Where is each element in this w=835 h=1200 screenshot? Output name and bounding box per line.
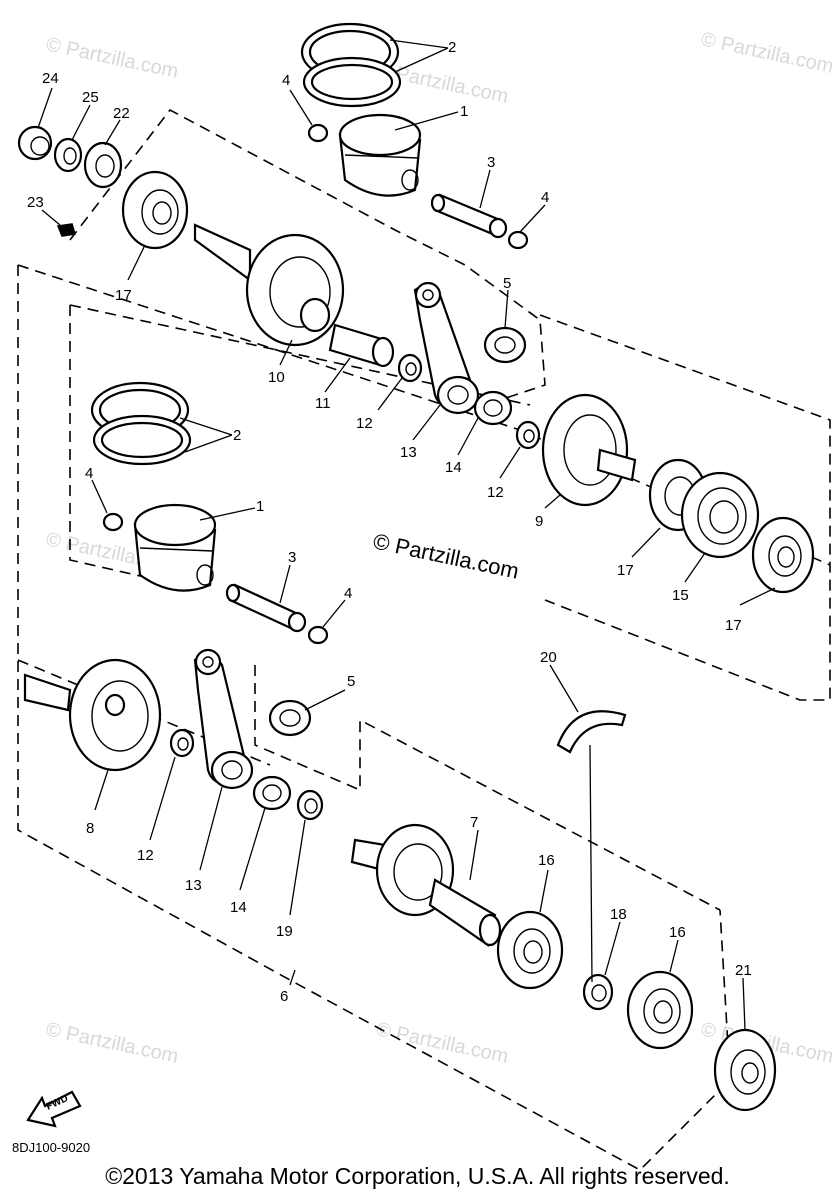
assembly-boundaries [17, 108, 831, 1171]
callout-label: 5 [347, 673, 355, 690]
washer-12-lower [169, 728, 195, 758]
callout-label: 12 [487, 484, 504, 501]
labyrinth-seal-15 [680, 471, 760, 559]
callout-label: 4 [541, 189, 549, 206]
bearing-16-left [496, 910, 564, 990]
callout-label: 19 [276, 923, 293, 940]
piston-middle [133, 503, 217, 592]
copyright-notice: ©2013 Yamaha Motor Corporation, U.S.A. A… [105, 1163, 730, 1189]
callout-label: 18 [610, 906, 627, 923]
callout-label: 23 [27, 194, 44, 211]
upper-crank-group-outline [69, 108, 546, 401]
callout-label: 24 [42, 70, 59, 87]
piston-pin-middle [225, 583, 307, 633]
watermark: © Partzilla.com [44, 1018, 180, 1068]
washer-12-mid [515, 420, 541, 450]
watermark: © Partzilla.com [44, 33, 180, 83]
circlip-4-middle-right [307, 625, 329, 645]
washer-12-top [397, 353, 423, 383]
callout-label: 4 [344, 585, 352, 602]
callout-label: 25 [82, 89, 99, 106]
callout-label: 12 [356, 415, 373, 432]
needle-bearing-14-lower [252, 775, 292, 811]
callout-label: 20 [540, 649, 557, 666]
callout-label: 16 [538, 852, 555, 869]
washer-18 [582, 973, 614, 1011]
washer-19 [296, 789, 324, 821]
nut-24 [17, 125, 53, 161]
callout-label: 1 [460, 103, 468, 120]
callout-label: 11 [315, 395, 331, 412]
crank-web-9 [541, 393, 637, 507]
circlip-4-top-right [507, 230, 529, 250]
callout-label: 9 [535, 513, 543, 530]
bearing-17-right [751, 516, 815, 594]
needle-bearing-5-lower [268, 699, 312, 737]
circlip-4-top-left [307, 123, 329, 143]
watermark: © Partzilla.com [699, 28, 835, 78]
callout-label: 17 [617, 562, 634, 579]
lower-right-outline [254, 665, 721, 911]
crank-pin-11 [328, 323, 395, 368]
oil-seal-22 [83, 141, 123, 189]
diagram-code: 8DJ100-9020 [12, 1140, 90, 1155]
fwd-arrow-icon: FWD [26, 1090, 82, 1128]
half-ring-20 [556, 710, 627, 754]
washer-25 [53, 137, 83, 173]
callout-label: 8 [86, 820, 94, 837]
center-watermark: © Partzilla.com [371, 528, 521, 583]
callout-label: 10 [268, 369, 285, 386]
connecting-rod-top [413, 281, 480, 415]
callout-label: 3 [288, 549, 296, 566]
callout-label: 13 [400, 444, 417, 461]
connecting-rod-lower [193, 648, 254, 790]
needle-bearing-14-top [473, 390, 513, 426]
callout-label: 12 [137, 847, 154, 864]
callout-label: 17 [115, 287, 132, 304]
callout-label: 7 [470, 814, 478, 831]
callout-labels: 2 4 1 3 4 5 24 25 22 23 17 10 11 12 13 1… [27, 39, 752, 1005]
callout-label: 14 [230, 899, 247, 916]
leader-lines [37, 39, 776, 1031]
callout-label: 3 [487, 154, 495, 171]
callout-label: 22 [113, 105, 130, 122]
callout-label: 6 [280, 988, 288, 1005]
oil-seal-21 [713, 1028, 777, 1112]
bearing-17-left [121, 170, 189, 250]
callout-label: 2 [448, 39, 456, 56]
callout-label: 4 [282, 72, 290, 89]
middle-group-top [69, 304, 531, 406]
piston-top [338, 113, 422, 197]
callout-label: 16 [669, 924, 686, 941]
key-23 [56, 223, 76, 237]
bearing-16-right [626, 970, 694, 1050]
crankshaft-7 [350, 823, 502, 947]
callout-label: 21 [735, 962, 752, 979]
piston-pin-top [430, 193, 508, 239]
piston-ring-middle [90, 381, 192, 466]
callout-label: 5 [503, 275, 511, 292]
callout-label: 4 [85, 465, 93, 482]
callout-label: 1 [256, 498, 264, 515]
callout-label: 13 [185, 877, 202, 894]
callout-label: 14 [445, 459, 462, 476]
watermark: © Partzilla.com [374, 1018, 510, 1068]
crank-half-8 [23, 658, 162, 772]
circlip-4-middle-left [102, 512, 124, 532]
piston-ring-top [300, 22, 402, 108]
needle-bearing-5-top [483, 326, 527, 364]
callout-label: 2 [233, 427, 241, 444]
crankshaft-half-10 [193, 223, 345, 347]
right-box-outline [539, 314, 831, 701]
callout-label: 15 [672, 587, 689, 604]
callout-label: 17 [725, 617, 742, 634]
